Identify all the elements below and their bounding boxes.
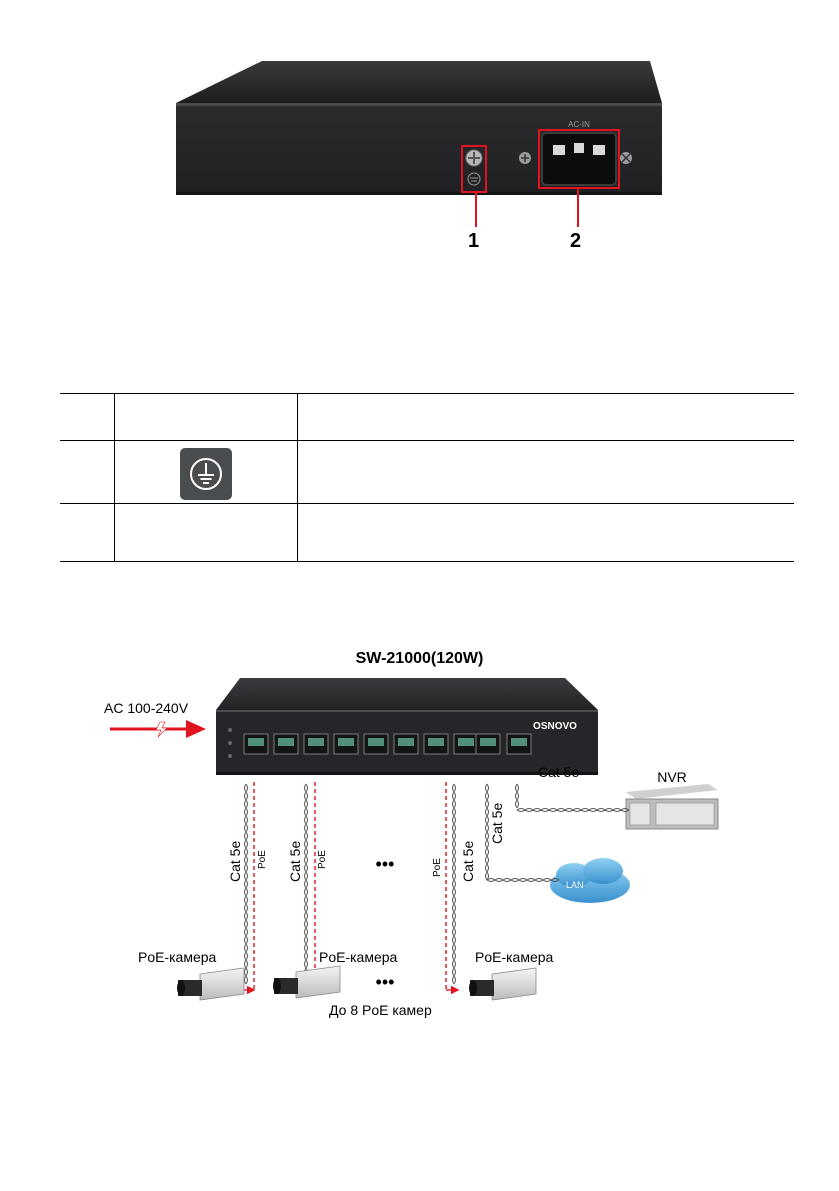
port-led: [398, 738, 414, 746]
port-led: [458, 738, 474, 746]
poe-label: PoE: [317, 850, 328, 869]
twisted-cable: [305, 784, 307, 976]
poe-camera: [177, 968, 244, 1000]
cable-label: Cat 5e: [460, 841, 476, 882]
switch-ports: [244, 734, 531, 754]
port-led: [308, 738, 324, 746]
table-cell-num: [60, 393, 114, 440]
table-row-divider: [60, 503, 794, 504]
nvr-label: NVR: [657, 769, 687, 785]
rear-panel-image: AC-IN: [150, 55, 690, 255]
twisted-cable: [453, 784, 455, 984]
camera-label: PoE-камера: [475, 949, 554, 965]
rear-panel-figure: AC-IN: [150, 55, 690, 255]
device-top-surface: [176, 61, 662, 103]
twisted-cable: [487, 879, 559, 881]
twisted-cable: [516, 784, 518, 808]
table-cell-item: [115, 393, 297, 440]
callout-2: 2: [570, 230, 581, 253]
twisted-cable: [517, 809, 629, 811]
rear-panel-table: [60, 393, 794, 562]
ac-input-arrow: [110, 720, 206, 738]
camera-label: PoE-камера: [319, 949, 398, 965]
twisted-cable: [517, 784, 519, 808]
poe-label: PoE: [432, 858, 443, 877]
cable-label: Cat 5e: [227, 841, 243, 882]
port-led: [338, 738, 354, 746]
lan-cloud: [550, 858, 630, 903]
table-border-bottom: [60, 561, 794, 562]
brand-logo: OSNOVO: [533, 721, 577, 732]
ellipsis: •••: [376, 972, 395, 992]
poe-label: PoE: [257, 850, 268, 869]
cameras: [177, 966, 536, 1000]
port-led: [428, 738, 444, 746]
camera-label: PoE-камера: [138, 949, 217, 965]
ac-input-label: AC 100-240V: [104, 700, 189, 716]
camera-body: [296, 966, 340, 998]
diagram-title: SW-21000(120W): [0, 650, 839, 668]
port-led: [248, 738, 264, 746]
ac-in-label: AC-IN: [568, 120, 590, 129]
cable-label: Cat 5e: [489, 803, 505, 844]
twisted-cable: [246, 784, 248, 984]
table-row-divider: [60, 440, 794, 441]
max-cameras-label: До 8 PoE камер: [329, 1002, 432, 1018]
callout-1: 1: [468, 230, 479, 253]
twisted-cable: [454, 784, 456, 984]
nvr-device: [626, 784, 718, 829]
port-led: [278, 738, 294, 746]
twisted-cable: [486, 784, 488, 880]
cable-label: Cat 5e: [287, 841, 303, 882]
camera-lens: [273, 978, 281, 994]
port-led: [368, 738, 384, 746]
port-led: [480, 738, 496, 746]
ellipsis: •••: [376, 854, 395, 874]
twisted-cable: [245, 784, 247, 984]
camera-lens: [177, 980, 185, 996]
connection-diagram: AC 100-240V OSNOVO NVR LAN Cat 5e PoE Ca…: [0, 672, 839, 1032]
poe-camera: [469, 968, 536, 1000]
ac-power-socket: [542, 133, 616, 185]
cable-label-nvr: Cat 5e: [538, 764, 579, 780]
camera-lens: [469, 980, 477, 996]
poe-camera: [273, 966, 340, 998]
table-cell-desc: [298, 393, 794, 440]
camera-body: [200, 968, 244, 1000]
ground-icon: [180, 448, 232, 500]
lan-label: LAN: [566, 880, 584, 890]
port-led: [511, 738, 527, 746]
camera-body: [492, 968, 536, 1000]
twisted-cable: [487, 880, 559, 882]
